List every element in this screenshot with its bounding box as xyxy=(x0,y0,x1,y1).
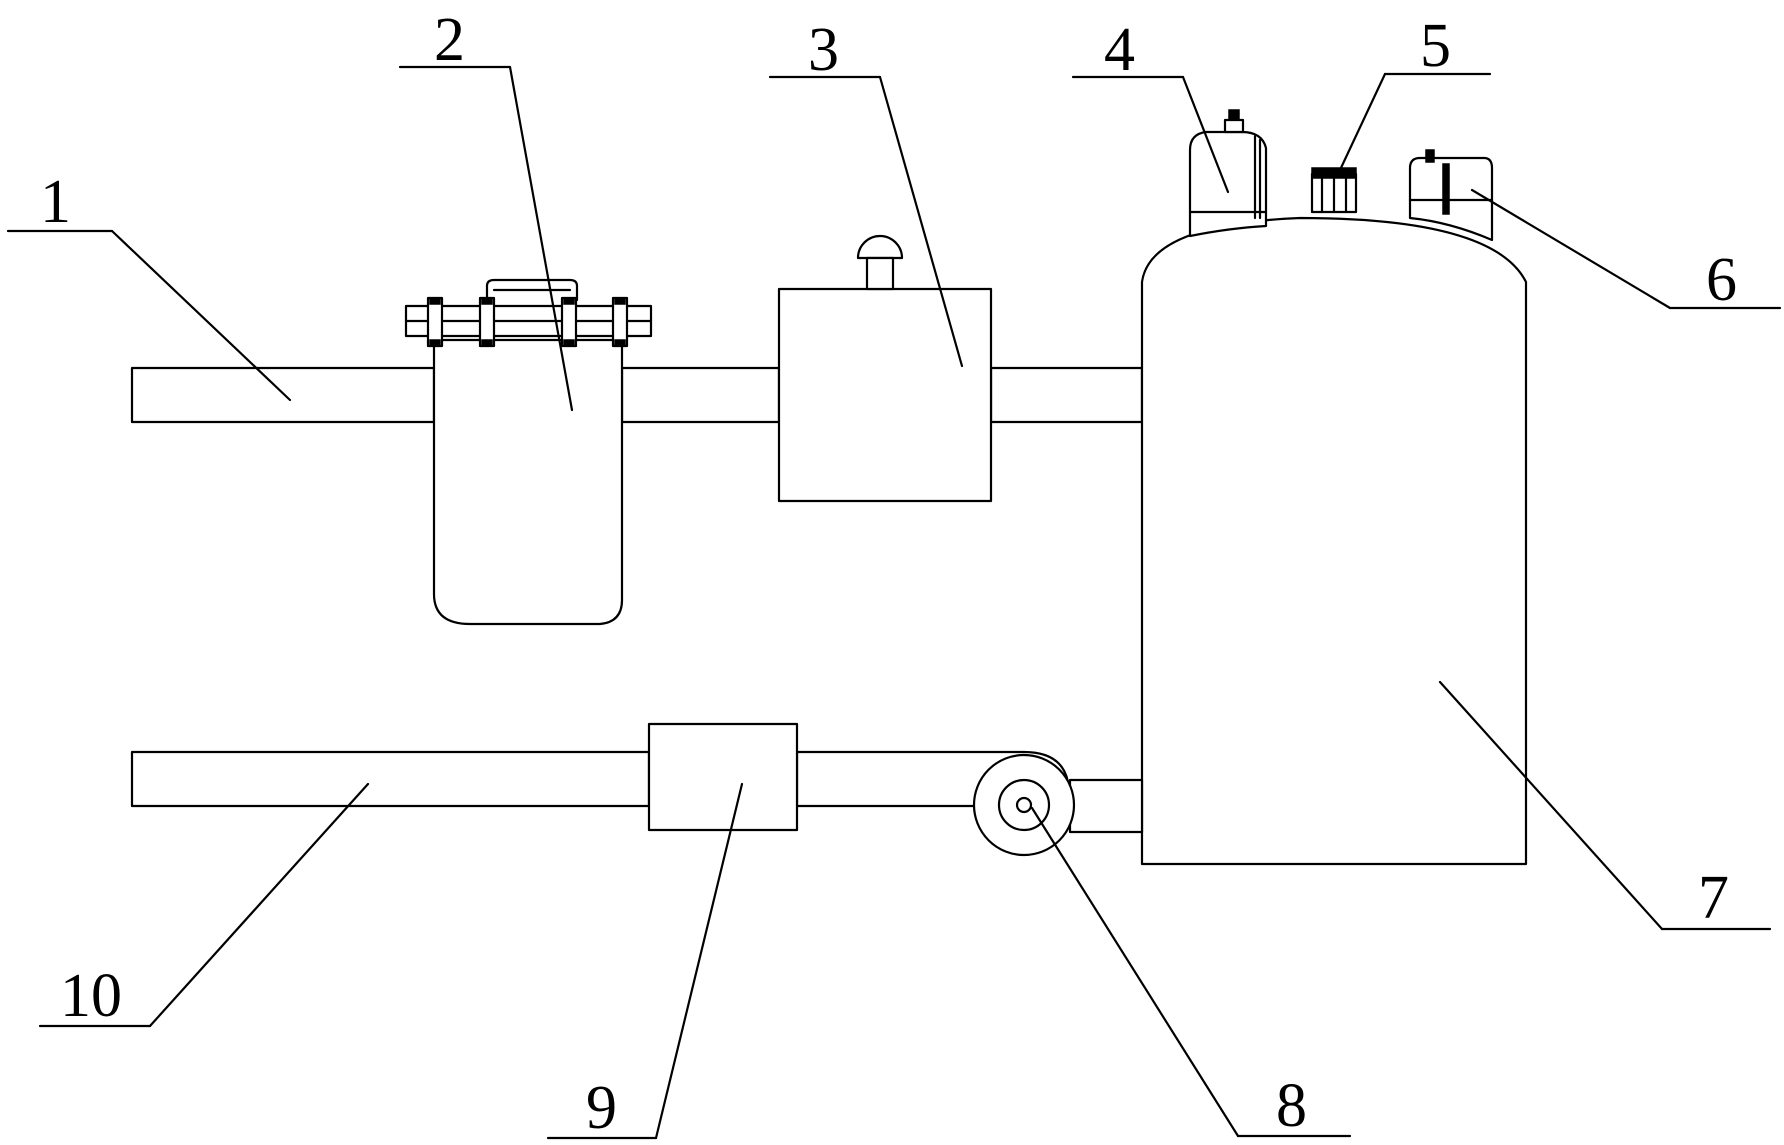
label-4: 4 xyxy=(1104,16,1135,84)
component-6 xyxy=(1408,149,1494,242)
inlet-pipe xyxy=(130,366,436,424)
leader-4 xyxy=(1181,75,1230,194)
label-1: 1 xyxy=(40,168,71,236)
valve-box xyxy=(647,722,799,832)
leader-1 xyxy=(110,229,292,402)
component-4 xyxy=(1188,109,1268,238)
part-labels: 1 2 3 4 5 6 7 8 9 10 xyxy=(40,6,1737,1142)
inline-unit-box xyxy=(777,234,993,503)
filter-canister xyxy=(404,278,653,626)
label-6: 6 xyxy=(1706,246,1737,314)
label-8: 8 xyxy=(1276,1072,1307,1140)
pipe-segment-unit3-to-tank xyxy=(989,366,1144,424)
leader-6 xyxy=(1470,188,1672,310)
pipe-segment-pump-to-tank xyxy=(1068,778,1144,834)
leader-8 xyxy=(1030,806,1240,1138)
label-5: 5 xyxy=(1420,12,1451,80)
leader-5 xyxy=(1338,72,1387,172)
label-2: 2 xyxy=(434,6,465,74)
leader-7 xyxy=(1438,680,1664,931)
label-10: 10 xyxy=(60,962,122,1030)
leader-2 xyxy=(508,65,574,412)
component-5 xyxy=(1310,167,1358,214)
leader-9 xyxy=(654,782,744,1140)
label-9: 9 xyxy=(586,1074,617,1142)
leader-3 xyxy=(878,75,964,368)
pump-unit xyxy=(972,753,1076,857)
leader-lines xyxy=(6,65,1782,1140)
outlet-pipe xyxy=(130,750,651,808)
label-7: 7 xyxy=(1698,864,1729,932)
storage-tank xyxy=(1140,216,1528,866)
leader-10 xyxy=(148,782,370,1028)
label-3: 3 xyxy=(808,16,839,84)
pipe-segment-filter-to-unit3 xyxy=(620,366,781,424)
